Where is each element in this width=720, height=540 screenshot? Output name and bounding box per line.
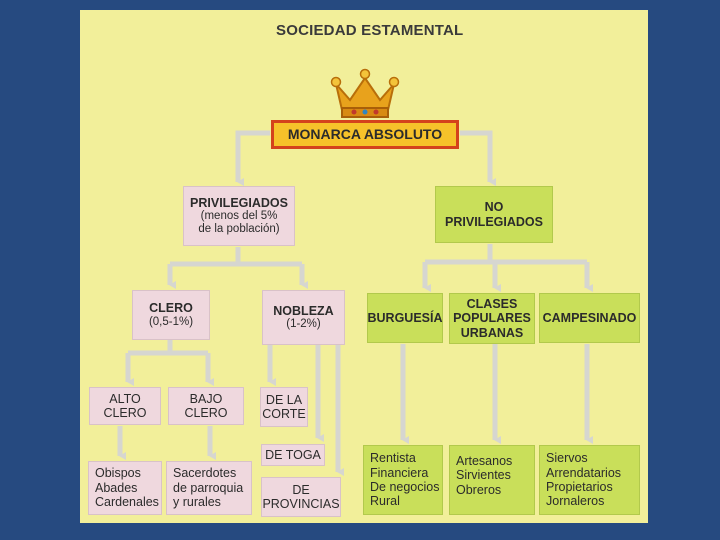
de-toga-box: DE TOGA bbox=[261, 444, 325, 466]
alto-clero-box: ALTO CLERO bbox=[89, 387, 161, 425]
burguesia-members-box: Rentista Financiera De negocios Rural bbox=[363, 445, 443, 515]
list-item: De negocios bbox=[370, 480, 440, 494]
list-item: Cardenales bbox=[95, 495, 159, 510]
populares-members-box: Artesanos Sirvientes Obreros bbox=[449, 445, 535, 515]
burguesia-label: BURGUESÍA bbox=[367, 310, 443, 325]
campesinado-box: CAMPESINADO bbox=[539, 293, 640, 343]
list-item: y rurales bbox=[173, 495, 221, 510]
de-la-corte-line-2: CORTE bbox=[262, 407, 306, 421]
bajo-clero-members-box: Sacerdotes de parroquia y rurales bbox=[166, 461, 252, 515]
privilegiados-label: PRIVILEGIADOS bbox=[190, 195, 288, 210]
de-provincias-box: DE PROVINCIAS bbox=[261, 477, 341, 517]
de-la-corte-line-1: DE LA bbox=[265, 392, 303, 407]
privilegiados-note-2: de la población) bbox=[198, 223, 280, 236]
monarca-absoluto-label: MONARCA ABSOLUTO bbox=[287, 126, 443, 143]
list-item: Sacerdotes bbox=[173, 466, 237, 481]
burguesia-box: BURGUESÍA bbox=[367, 293, 443, 343]
no-privilegiados-line-1: NO bbox=[484, 200, 504, 215]
nobleza-label: NOBLEZA bbox=[273, 303, 334, 318]
list-item: Arrendatarios bbox=[546, 465, 622, 480]
list-item: Obispos bbox=[95, 466, 141, 481]
monarca-absoluto-box: MONARCA ABSOLUTO bbox=[271, 120, 459, 149]
list-item: Siervos bbox=[546, 451, 588, 466]
nobleza-box: NOBLEZA (1-2%) bbox=[262, 290, 345, 345]
connector-lines bbox=[117, 130, 593, 476]
nobleza-pct: (1-2%) bbox=[286, 318, 321, 331]
privilegiados-box: PRIVILEGIADOS (menos del 5% de la poblac… bbox=[183, 186, 295, 246]
list-item: Propietarios bbox=[546, 480, 613, 494]
crown-icon bbox=[330, 62, 400, 124]
clases-populares-box: CLASES POPULARES URBANAS bbox=[449, 293, 535, 344]
de-toga-label: DE TOGA bbox=[265, 447, 321, 462]
list-item: Jornaleros bbox=[546, 494, 605, 509]
clases-populares-line-2: POPULARES bbox=[453, 311, 531, 326]
de-provincias-line-1: DE bbox=[292, 482, 310, 497]
clero-pct: (0,5-1%) bbox=[148, 315, 194, 328]
alto-clero-members-box: Obispos Abades Cardenales bbox=[88, 461, 162, 515]
alto-clero-line-2: CLERO bbox=[103, 406, 147, 420]
list-item: de parroquia bbox=[173, 480, 244, 495]
bajo-clero-box: BAJO CLERO bbox=[168, 387, 244, 425]
clero-label: CLERO bbox=[149, 301, 193, 316]
list-item: Abades bbox=[95, 480, 138, 495]
campesinado-members-box: Siervos Arrendatarios Propietarios Jorna… bbox=[539, 445, 640, 515]
privilegiados-note-1: (menos del 5% bbox=[200, 209, 278, 222]
clases-populares-line-1: CLASES bbox=[466, 296, 518, 311]
de-provincias-line-2: PROVINCIAS bbox=[262, 497, 340, 511]
list-item: Sirvientes bbox=[456, 468, 511, 483]
de-la-corte-box: DE LA CORTE bbox=[260, 387, 308, 427]
diagram-canvas: SOCIEDAD ESTAMENTAL MONARCA ABSOLUTO PRI… bbox=[80, 10, 648, 523]
alto-clero-line-1: ALTO bbox=[109, 391, 141, 406]
list-item: Obreros bbox=[456, 482, 502, 497]
no-privilegiados-line-2: PRIVILEGIADOS bbox=[445, 214, 543, 229]
list-item: Rentista bbox=[370, 451, 416, 466]
campesinado-label: CAMPESINADO bbox=[542, 310, 637, 325]
list-item: Rural bbox=[370, 494, 400, 509]
clases-populares-line-3: URBANAS bbox=[460, 325, 524, 340]
list-item: Financiera bbox=[370, 465, 429, 480]
diagram-title: SOCIEDAD ESTAMENTAL bbox=[276, 22, 464, 39]
bajo-clero-line-2: CLERO bbox=[184, 406, 228, 420]
clero-box: CLERO (0,5-1%) bbox=[132, 290, 210, 340]
list-item: Artesanos bbox=[456, 454, 513, 468]
no-privilegiados-box: NO PRIVILEGIADOS bbox=[435, 186, 553, 243]
bajo-clero-line-1: BAJO bbox=[189, 391, 223, 406]
